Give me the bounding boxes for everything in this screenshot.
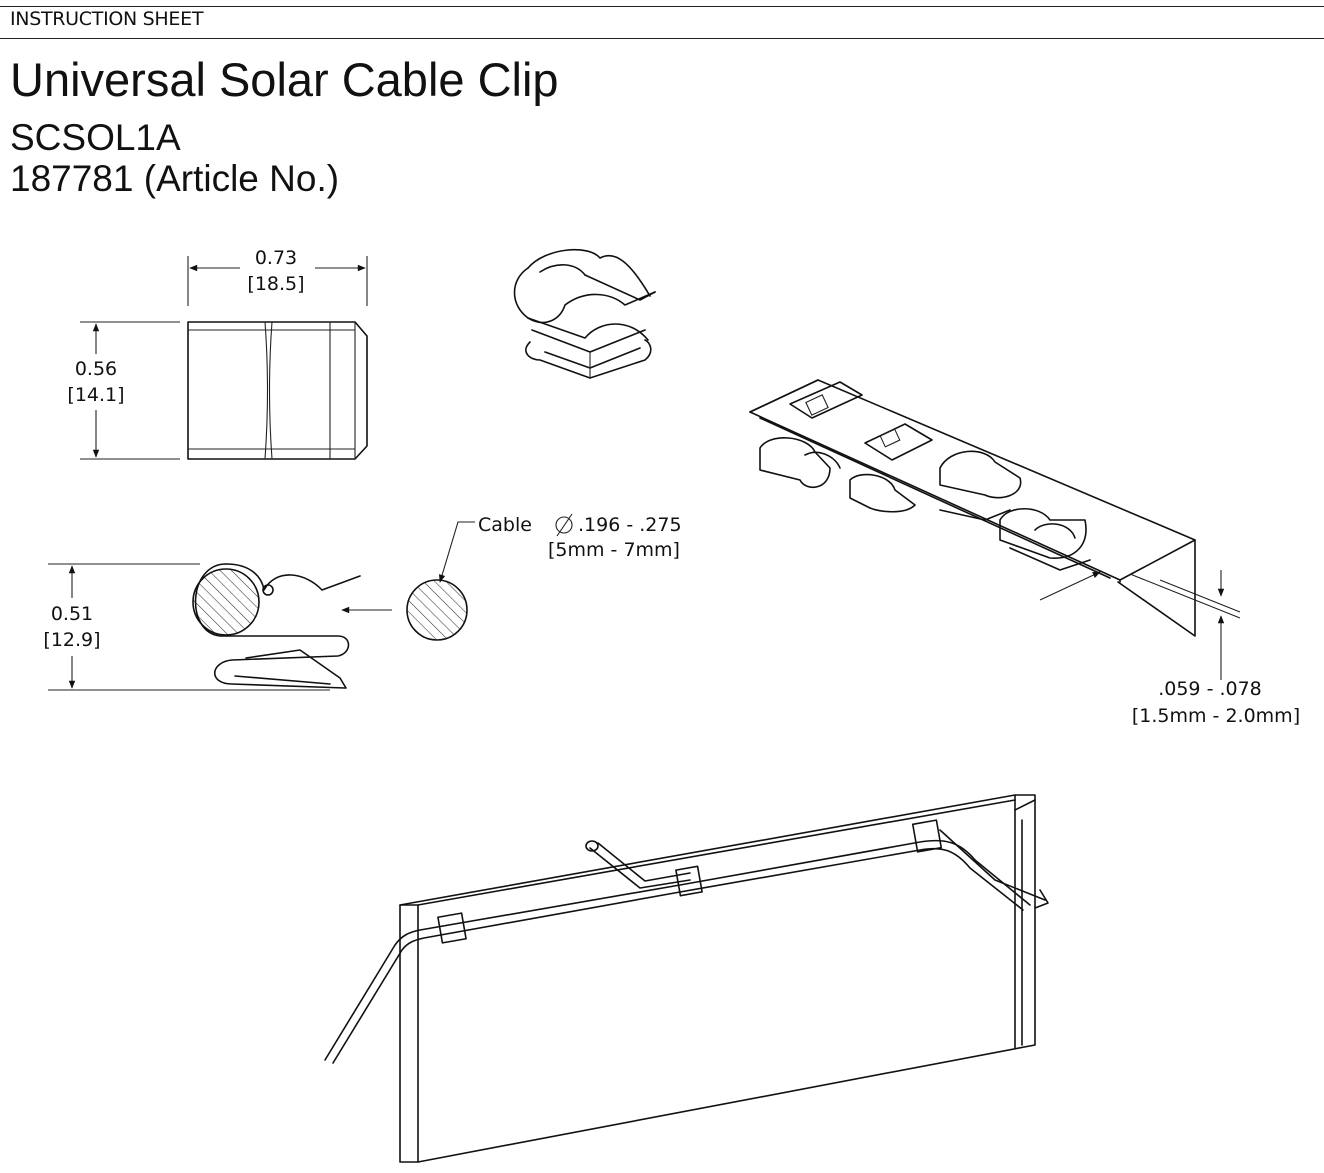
header-bottom-rule <box>0 38 1324 39</box>
header-top-rule <box>0 6 1324 7</box>
height-inch-label: 0.56 <box>74 358 118 380</box>
sheet-label: INSTRUCTION SHEET <box>10 8 204 30</box>
cable-label: Cable <box>478 514 532 536</box>
side-view <box>192 563 361 689</box>
page-title: Universal Solar Cable Clip <box>10 53 559 106</box>
height-mm-label: [14.1] <box>67 384 125 406</box>
edge-mm-label: [1.5mm - 2.0mm] <box>1131 705 1301 727</box>
article-number: 187781 (Article No.) <box>10 158 340 199</box>
width-dimension <box>187 256 368 306</box>
model-number: SCSOL1A <box>10 117 181 158</box>
front-view <box>187 321 368 460</box>
panel-assembly <box>324 794 1049 1163</box>
width-inch-label: 0.73 <box>254 247 298 269</box>
width-mm-label: [18.5] <box>247 273 305 295</box>
edge-inch-label: .059 - .078 <box>1158 678 1262 700</box>
diameter-symbol <box>555 513 573 537</box>
clip-isometric <box>513 248 656 379</box>
height-dimension <box>80 321 180 460</box>
depth-dimension <box>48 563 330 691</box>
depth-mm-label: [12.9] <box>43 629 101 651</box>
depth-inch-label: 0.51 <box>50 603 94 625</box>
cable-section <box>406 579 468 641</box>
panel-edge-view <box>749 379 1241 637</box>
cable-inch-label: .196 - .275 <box>578 514 682 536</box>
cable-mm-label: [5mm - 7mm] <box>548 539 680 561</box>
cable-leader <box>439 521 475 583</box>
